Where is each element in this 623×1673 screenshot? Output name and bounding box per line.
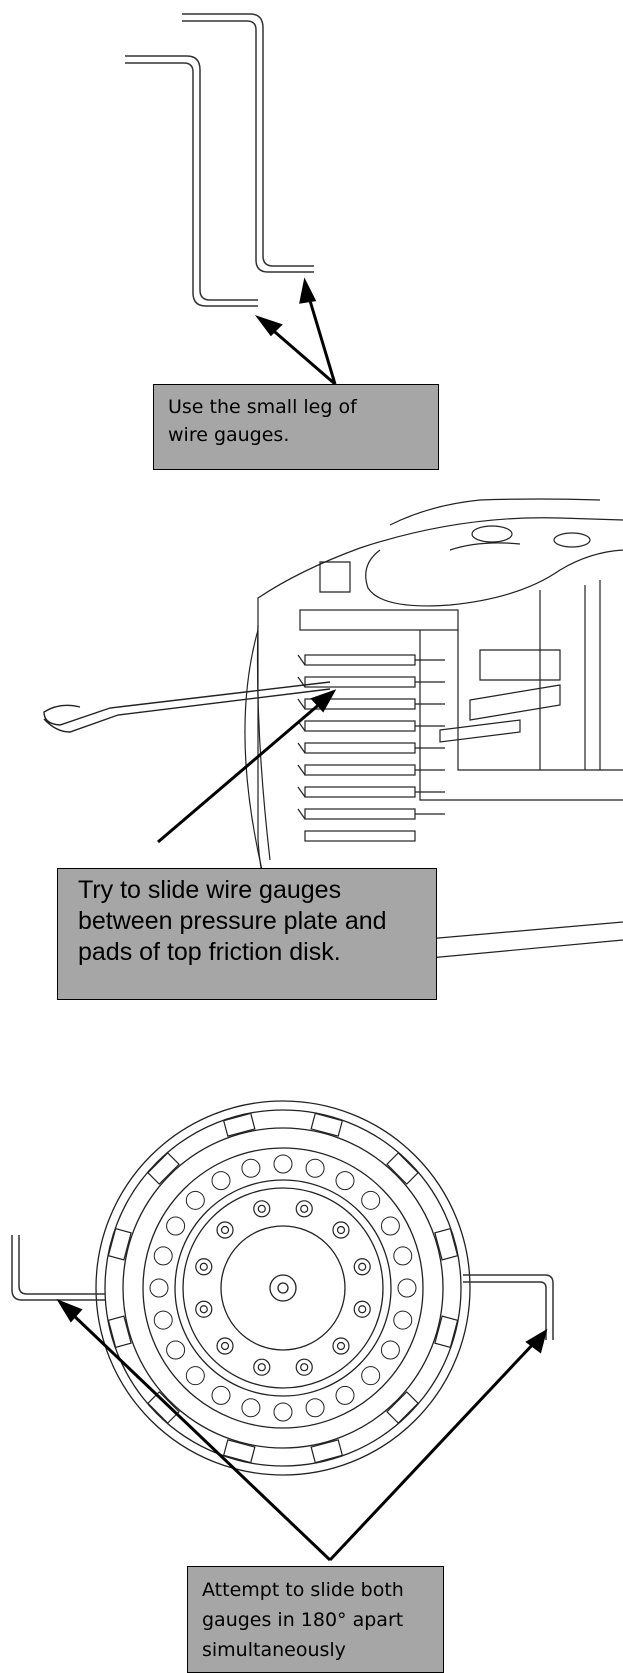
scallop <box>241 1398 261 1418</box>
callout-attempt-both-line-2: gauges in 180° apart <box>202 1609 404 1631</box>
bolt-hole <box>257 1363 266 1372</box>
bolt-hole <box>358 1305 367 1314</box>
scallop <box>305 1398 325 1418</box>
bolt-hole <box>332 1221 350 1239</box>
panel-clutch-section: Try to slide wire gauges between pressur… <box>0 470 623 1030</box>
scallop <box>380 1216 400 1236</box>
bolt-hole <box>336 1341 346 1351</box>
outer-tooth <box>147 1391 180 1424</box>
bolt-hole <box>220 1341 230 1351</box>
bolt-circle <box>195 1200 371 1376</box>
inner-scallops <box>149 1154 417 1422</box>
scallop <box>305 1158 325 1178</box>
scallop <box>335 1385 355 1405</box>
bolt-hole <box>199 1262 208 1271</box>
scallop <box>361 1190 381 1210</box>
scallop <box>273 1154 293 1174</box>
outer-tooth <box>107 1227 132 1261</box>
outer-tooth <box>386 1152 419 1185</box>
clutch-rings <box>95 1100 471 1476</box>
bolt-hole <box>253 1358 271 1376</box>
bolt-hole <box>253 1200 271 1218</box>
outer-tooth <box>222 1112 256 1137</box>
callout-slide-gauges-line-3: pads of top friction disk. <box>78 938 341 966</box>
outer-tooth <box>310 1439 344 1464</box>
bolt-hole <box>257 1204 266 1213</box>
bolt-hole <box>195 1300 213 1318</box>
wire-gauge-right-side <box>463 1274 554 1340</box>
bolt-hole <box>216 1337 234 1355</box>
scallop <box>393 1246 413 1266</box>
scallop <box>149 1278 169 1298</box>
callout-small-leg: Use the small leg of wire gauges. <box>153 384 439 470</box>
outer-tooth <box>434 1315 459 1349</box>
arrow-to-left-gauge <box>267 324 336 386</box>
outer-tooth <box>434 1227 459 1261</box>
bolt-hole <box>199 1305 208 1314</box>
callout-small-leg-line-1: Use the small leg of <box>168 396 357 418</box>
scallop <box>361 1366 381 1386</box>
outer-tooth <box>107 1315 132 1349</box>
arrow-to-right-gauge <box>306 293 337 385</box>
scallop <box>185 1190 205 1210</box>
callout-attempt-both-line-3: simultaneously <box>202 1639 346 1661</box>
callout-small-leg-line-2: wire gauges. <box>168 424 290 446</box>
bolt-hole <box>332 1337 350 1355</box>
bolt-hole <box>216 1221 234 1239</box>
bolt-hole <box>353 1258 371 1276</box>
scallop <box>211 1171 231 1191</box>
scallop <box>241 1158 261 1178</box>
scallop <box>393 1310 413 1330</box>
outer-tooth <box>147 1152 180 1185</box>
scallop <box>153 1246 173 1266</box>
callout-slide-gauges-line-2: between pressure plate and <box>78 907 387 935</box>
callout-attempt-both-line-1: Attempt to slide both <box>202 1579 404 1601</box>
bolt-hole <box>295 1358 313 1376</box>
scallop <box>335 1171 355 1191</box>
inserted-wire-gauge <box>43 681 331 733</box>
callout-attempt-both: Attempt to slide both gauges in 180° apa… <box>187 1566 444 1673</box>
bolt-hole <box>336 1225 346 1235</box>
bolt-hole <box>195 1258 213 1276</box>
outer-tooth <box>386 1391 419 1424</box>
wire-gauge-left-side <box>11 1235 105 1301</box>
panel-top-view: Attempt to slide both gauges in 180° apa… <box>0 1030 623 1673</box>
callout-slide-gauges-line-1: Try to slide wire gauges <box>78 876 342 904</box>
bolt-hole <box>353 1300 371 1318</box>
scallop <box>397 1278 417 1298</box>
outer-teeth <box>107 1112 459 1464</box>
scallop <box>273 1402 293 1422</box>
bolt-hole <box>295 1200 313 1218</box>
arrow-to-plate <box>157 700 323 844</box>
wire-gauges-drawing <box>125 13 337 386</box>
clutch-top-view-drawing <box>11 1100 554 1562</box>
arrow-to-left-gauge-side <box>68 1310 332 1562</box>
wire-gauge-left <box>125 55 258 307</box>
scallop <box>185 1366 205 1386</box>
bolt-hole <box>220 1225 230 1235</box>
bolt-hole <box>300 1363 309 1372</box>
arrow-to-right-gauge-side <box>328 1340 537 1562</box>
callout-slide-gauges: Try to slide wire gauges between pressur… <box>57 868 437 1000</box>
bolt-hole <box>300 1204 309 1213</box>
outer-tooth <box>222 1439 256 1464</box>
scallop <box>380 1340 400 1360</box>
wire-gauge-right <box>182 13 314 273</box>
scallop <box>153 1310 173 1330</box>
scallop <box>166 1216 186 1236</box>
outer-tooth <box>310 1112 344 1137</box>
scallop <box>211 1385 231 1405</box>
scallop <box>166 1340 186 1360</box>
panel-wire-gauges: Use the small leg of wire gauges. <box>0 0 623 470</box>
bolt-hole <box>358 1262 367 1271</box>
